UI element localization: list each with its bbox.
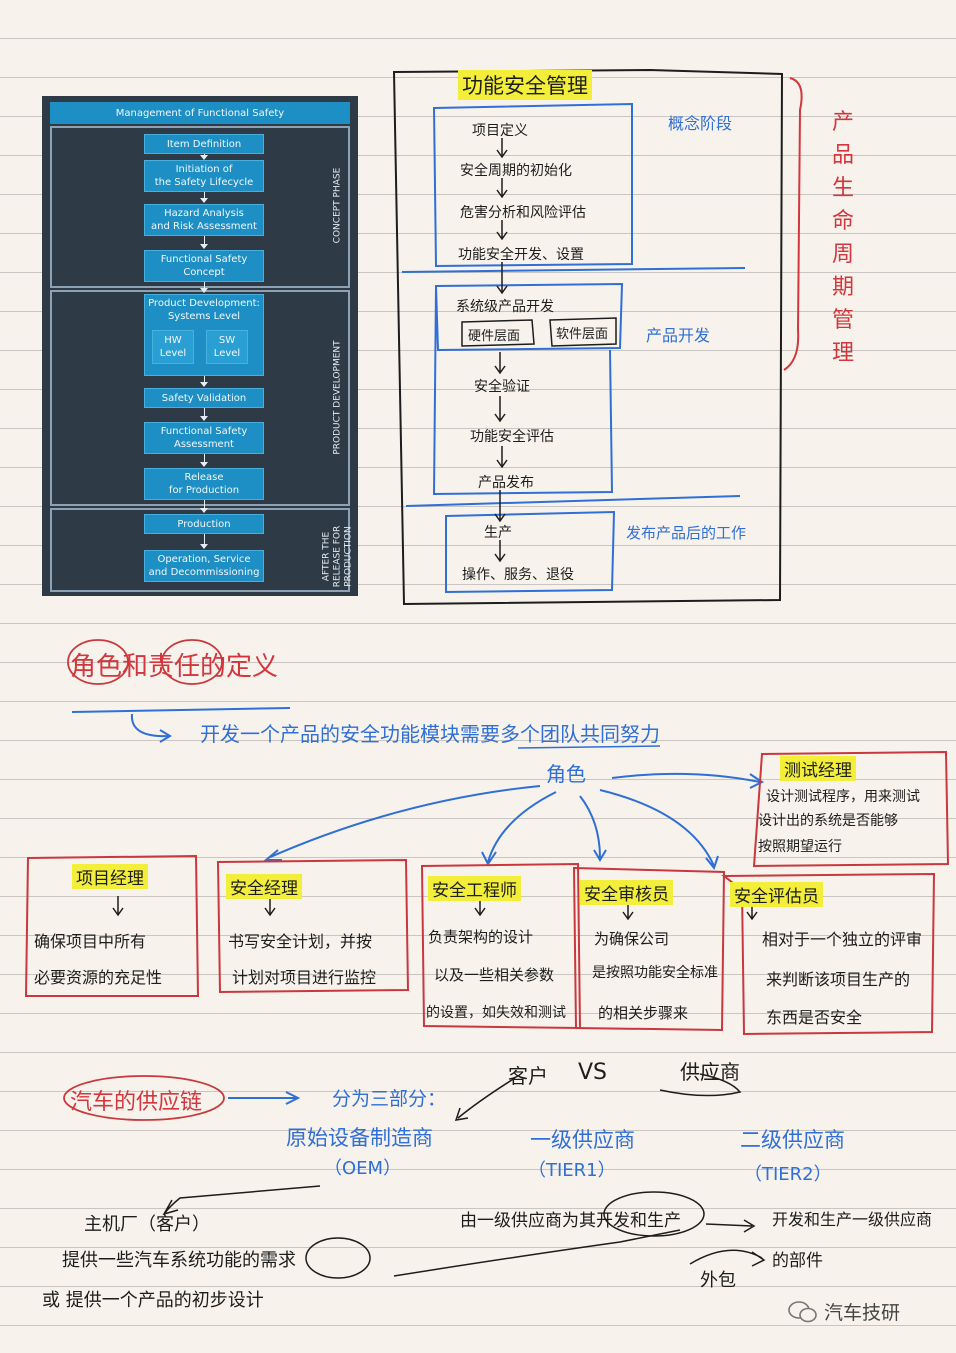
- box-fs-assessment: Functional Safety Assessment: [144, 422, 264, 454]
- arrow-icon: [200, 416, 208, 421]
- watermark-text: 汽车技研: [824, 1302, 901, 1324]
- lifecycle-vertical-note: 产品生命周期管理: [832, 110, 855, 366]
- phase-note-concept: 概念阶段: [668, 114, 733, 133]
- role-title-safety-engineer: 安全工程师: [428, 876, 521, 901]
- step-release: 产品发布: [478, 475, 534, 491]
- role-desc-line: 按照期望运行: [758, 839, 842, 855]
- role-title-safety-manager: 安全经理: [226, 874, 302, 899]
- watermark: 汽车技研: [788, 1298, 900, 1325]
- box-safety-validation: Safety Validation: [144, 388, 264, 408]
- oem-label: 原始设备制造商: [286, 1126, 433, 1150]
- role-desc-line: 是按照功能安全标准: [592, 965, 718, 981]
- step-sw-level: 软件层面: [556, 327, 609, 342]
- arrow-icon: [200, 155, 208, 160]
- oem-abbr: （OEM）: [324, 1158, 402, 1179]
- arrow-icon: [200, 288, 208, 293]
- step-system-dev: 系统级产品开发: [456, 299, 554, 315]
- role-desc-line: 必要资源的充足性: [34, 968, 163, 987]
- arrow-icon: [200, 462, 208, 467]
- role-title-safety-assessor: 安全评估员: [730, 882, 823, 907]
- step-operation: 操作、服务、退役: [462, 567, 574, 583]
- functional-safety-flowchart: Management of Functional Safety Item Def…: [42, 96, 358, 596]
- role-desc-line: 确保项目中所有: [34, 932, 147, 951]
- box-hw-level: HW Level: [152, 330, 194, 364]
- fsm-title: 功能安全管理: [458, 70, 592, 100]
- step-hazard: 危害分析和风险评估: [460, 205, 586, 221]
- customer-label: 客户: [508, 1064, 548, 1088]
- role-desc-line: 计划对项目进行监控: [232, 968, 377, 987]
- box-production: Production: [144, 514, 264, 534]
- role-title-project-manager: 项目经理: [72, 864, 148, 889]
- supply-split: 分为三部分：: [332, 1088, 447, 1110]
- role-desc-line: 设计测试程序，用来测试: [766, 789, 920, 805]
- tier1-abbr: （TIER1）: [528, 1160, 616, 1181]
- box-hazard-analysis: Hazard Analysis and Risk Assessment: [144, 204, 264, 236]
- box-operation: Operation, Service and Decommissioning: [144, 550, 264, 582]
- concept-phase-band: [50, 126, 350, 288]
- step-fs-assessment: 功能安全评估: [470, 429, 554, 445]
- role-desc-line: 相对于一个独立的评审: [762, 930, 923, 949]
- box-item-definition: Item Definition: [144, 134, 264, 154]
- tier2-label: 二级供应商: [740, 1128, 845, 1152]
- arrow-icon: [200, 244, 208, 249]
- step-safety-validation: 安全验证: [474, 379, 530, 395]
- box-release: Release for Production: [144, 468, 264, 500]
- roles-center: 角色: [546, 762, 586, 786]
- role-desc-line: 的设置，如失效和测试: [426, 1005, 566, 1021]
- tier1-line: 由一级供应商为其开发和生产: [460, 1211, 681, 1231]
- step-fs-concept: 功能安全开发、设置: [458, 247, 584, 263]
- phase-note-product: 产品开发: [646, 326, 711, 345]
- wechat-icon: [788, 1300, 817, 1322]
- step-item-definition: 项目定义: [472, 123, 528, 139]
- step-hw-level: 硬件层面: [468, 329, 521, 344]
- step-production: 生产: [484, 525, 512, 541]
- arrow-icon: [200, 382, 208, 387]
- outsource-label: 外包: [700, 1270, 736, 1291]
- arrow-icon: [200, 544, 208, 549]
- role-desc-line: 来判断该项目生产的: [766, 970, 911, 989]
- role-title-safety-auditor: 安全审核员: [580, 880, 673, 905]
- roles-heading: 角色和责任的定义: [70, 652, 279, 682]
- oem-line-1: 提供一些汽车系统功能的需求: [62, 1250, 296, 1271]
- role-desc-line: 以及一些相关参数: [434, 966, 555, 984]
- supply-heading: 汽车的供应链: [70, 1090, 203, 1115]
- role-desc-line: 为确保公司: [594, 930, 670, 948]
- oem-role: 主机厂（客户）: [84, 1214, 210, 1235]
- tier2-line-2: 的部件: [772, 1251, 823, 1271]
- flowchart-title: Management of Functional Safety: [50, 102, 350, 124]
- tier2-line-1: 开发和生产一级供应商: [772, 1210, 933, 1229]
- role-desc-line: 书写安全计划，并按: [228, 932, 373, 951]
- arrow-icon: [200, 198, 208, 203]
- tier1-label: 一级供应商: [530, 1128, 635, 1152]
- role-desc-line: 东西是否安全: [766, 1008, 863, 1027]
- tier2-abbr: （TIER2）: [744, 1164, 832, 1185]
- roles-intro: 开发一个产品的安全功能模块需要多个团队共同努力: [200, 722, 660, 746]
- vs-label: VS: [578, 1060, 608, 1085]
- role-desc-line: 设计出的系统是否能够: [758, 813, 898, 829]
- arrow-icon: [200, 508, 208, 513]
- phase-note-after: 发布产品后的工作: [626, 524, 747, 542]
- supplier-label: 供应商: [680, 1060, 740, 1084]
- step-initiation: 安全周期的初始化: [460, 163, 572, 179]
- role-title-test-manager: 测试经理: [780, 756, 856, 781]
- box-initiation: Initiation of the Safety Lifecycle: [144, 160, 264, 192]
- oem-line-2: 或 提供一个产品的初步设计: [42, 1290, 264, 1311]
- box-fs-concept: Functional Safety Concept: [144, 250, 264, 282]
- role-desc-line: 的相关步骤来: [598, 1004, 689, 1022]
- box-sw-level: SW Level: [206, 330, 248, 364]
- role-desc-line: 负责架构的设计: [428, 928, 534, 946]
